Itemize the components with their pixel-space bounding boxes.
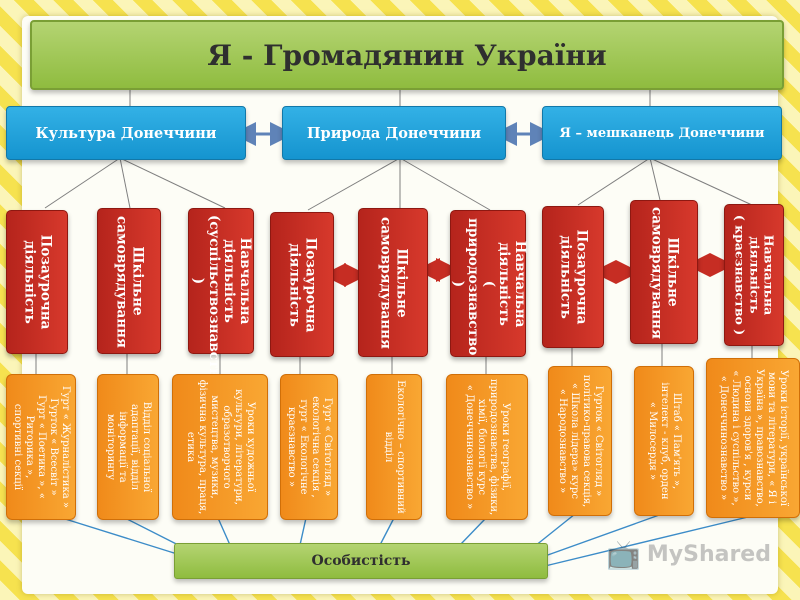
category-culture: Культура Донеччини — [6, 106, 246, 160]
activity-label: Навчальна діяльність (суспільствознавств… — [190, 215, 254, 387]
detail-nature-study: Уроки географії, природознавства, фізики… — [446, 374, 528, 520]
detail-text: Гурт « Журналістика » Гурток « Всесвіт »… — [12, 386, 71, 508]
activity-resident-extracurricular: Позаурочна діяльність — [542, 206, 604, 348]
activity-resident-selfgov: Шкільне самоврядування — [630, 200, 698, 344]
main-title: Я - Громадянин України — [30, 20, 784, 90]
detail-text: Уроки географії, природознавства, фізики… — [464, 378, 511, 516]
category-resident-label: Я – мешканець Донеччини — [559, 125, 765, 141]
detail-culture-selfgov: Відділ соціальної адаптації, відділ інфо… — [97, 374, 159, 520]
activity-resident-study: Навчальна діяльність ( краєзнавство ) — [724, 204, 784, 346]
activity-nature-selfgov: Шкільне самоврядування — [358, 208, 428, 357]
detail-text: Штаб « Пам'ять », інтелект - клуб, орден… — [647, 382, 682, 500]
personality-box: Особистість — [174, 543, 548, 579]
activity-label: Навчальна діяльність ( краєзнавство ) — [732, 214, 777, 336]
activity-label: Навчальна діяльність ( природознавство ) — [449, 217, 528, 355]
watermark-text: MyShared — [646, 541, 771, 567]
activity-label: Позаурочна діяльність — [22, 234, 54, 330]
personality-label: Особистість — [311, 553, 411, 569]
detail-culture-study: Уроки художньої культури, літератури, об… — [172, 374, 268, 520]
detail-text: Уроки історії, української мови та літер… — [718, 369, 789, 507]
category-nature: Природа Донеччини — [282, 106, 506, 160]
category-nature-label: Природа Донеччини — [306, 124, 482, 142]
activity-culture-study: Навчальна діяльність (суспільствознавств… — [188, 208, 254, 387]
tv-icon: 📺 — [606, 537, 641, 571]
activity-label: Шкільне самоврядування — [649, 207, 681, 339]
detail-text: Екологічно – спортивний відділ — [383, 380, 406, 514]
activity-label: Позаурочна діяльність — [287, 237, 319, 332]
detail-text: Гурток « Світогляд » політико-правова се… — [557, 374, 604, 508]
detail-text: Уроки художньої культури, літератури, об… — [185, 379, 256, 515]
activity-nature-extracurricular: Позаурочна діяльність — [270, 212, 334, 357]
detail-nature-selfgov: Екологічно – спортивний відділ — [366, 374, 422, 520]
activity-culture-selfgov: Шкільне самоврядування — [97, 208, 161, 354]
detail-text: Відділ соціальної адаптації, відділ інфо… — [105, 401, 152, 493]
detail-resident-study: Уроки історії, української мови та літер… — [706, 358, 800, 518]
activity-label: Позаурочна діяльність — [558, 229, 590, 325]
category-resident: Я – мешканець Донеччини — [542, 106, 782, 160]
watermark: 📺 MyShared — [606, 534, 776, 574]
activity-culture-extracurricular: Позаурочна діяльність — [6, 210, 68, 354]
detail-nature-extracurricular: Гурт « Світогляд » екологічна секція , г… — [280, 374, 338, 520]
detail-text: Гурт « Світогляд » екологічна секція , г… — [286, 396, 333, 498]
category-culture-label: Культура Донеччини — [35, 124, 217, 142]
detail-culture-extracurricular: Гурт « Журналістика » Гурток « Всесвіт »… — [6, 374, 76, 520]
activity-label: Шкільне самоврядування — [378, 216, 410, 349]
main-title-text: Я - Громадянин України — [207, 38, 607, 72]
detail-resident-extracurricular: Гурток « Світогляд » політико-правова се… — [548, 366, 612, 516]
activity-nature-study: Навчальна діяльність ( природознавство ) — [449, 210, 528, 357]
activity-label: Шкільне самоврядування — [114, 216, 146, 348]
detail-resident-selfgov: Штаб « Пам'ять », інтелект - клуб, орден… — [634, 366, 694, 516]
